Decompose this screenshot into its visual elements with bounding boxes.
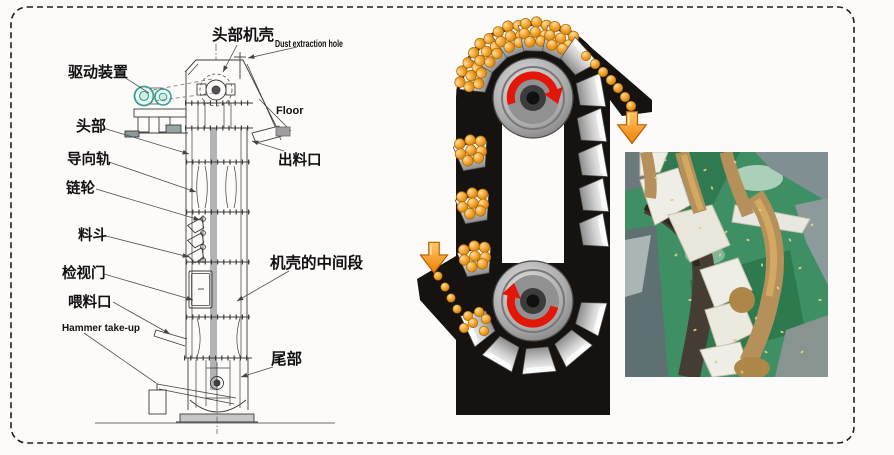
label-guide-rail: 导向轨: [67, 150, 111, 168]
feed-chute: [417, 256, 456, 340]
label-middle-casing: 机壳的中间段: [270, 253, 364, 272]
rotation-arrow-icon: [506, 71, 563, 105]
rotation-arrow-icon: [502, 283, 559, 328]
label-dust-extraction-hole: Dust extraction hole: [275, 39, 343, 50]
label-chain-wheel: 链轮: [66, 179, 95, 197]
head-pulley: [492, 57, 574, 139]
label-feed-inlet: 喂料口: [68, 293, 112, 311]
discharge-spout: [571, 30, 652, 116]
label-tail: 尾部: [271, 349, 303, 368]
label-bucket: 料斗: [78, 226, 107, 244]
label-hammer-take-up: Hammer take-up: [62, 323, 140, 334]
casing-flanges: [184, 100, 253, 361]
technical-drawing: 驱动装置 头部机壳 Dust extraction hole 头部 Floor …: [62, 25, 364, 434]
leader-lines: [83, 44, 298, 384]
label-inspection-door: 检视门: [62, 264, 106, 282]
boot-pulley: [492, 260, 574, 342]
label-discharge-outlet: 出料口: [278, 151, 322, 169]
label-head-casing: 头部机壳: [212, 25, 275, 44]
dashed-frame-border: [10, 6, 855, 444]
label-drive-unit: 驱动装置: [68, 63, 128, 81]
belt-strip: [210, 128, 217, 390]
floor-slab: [275, 126, 291, 137]
elevator-3d-illustration: [417, 16, 652, 415]
label-floor: Floor: [276, 105, 304, 117]
photo-inset: [625, 152, 828, 377]
photo-grain: [640, 152, 784, 377]
drive-motor: [133, 85, 172, 107]
label-head: 头部: [76, 117, 106, 135]
